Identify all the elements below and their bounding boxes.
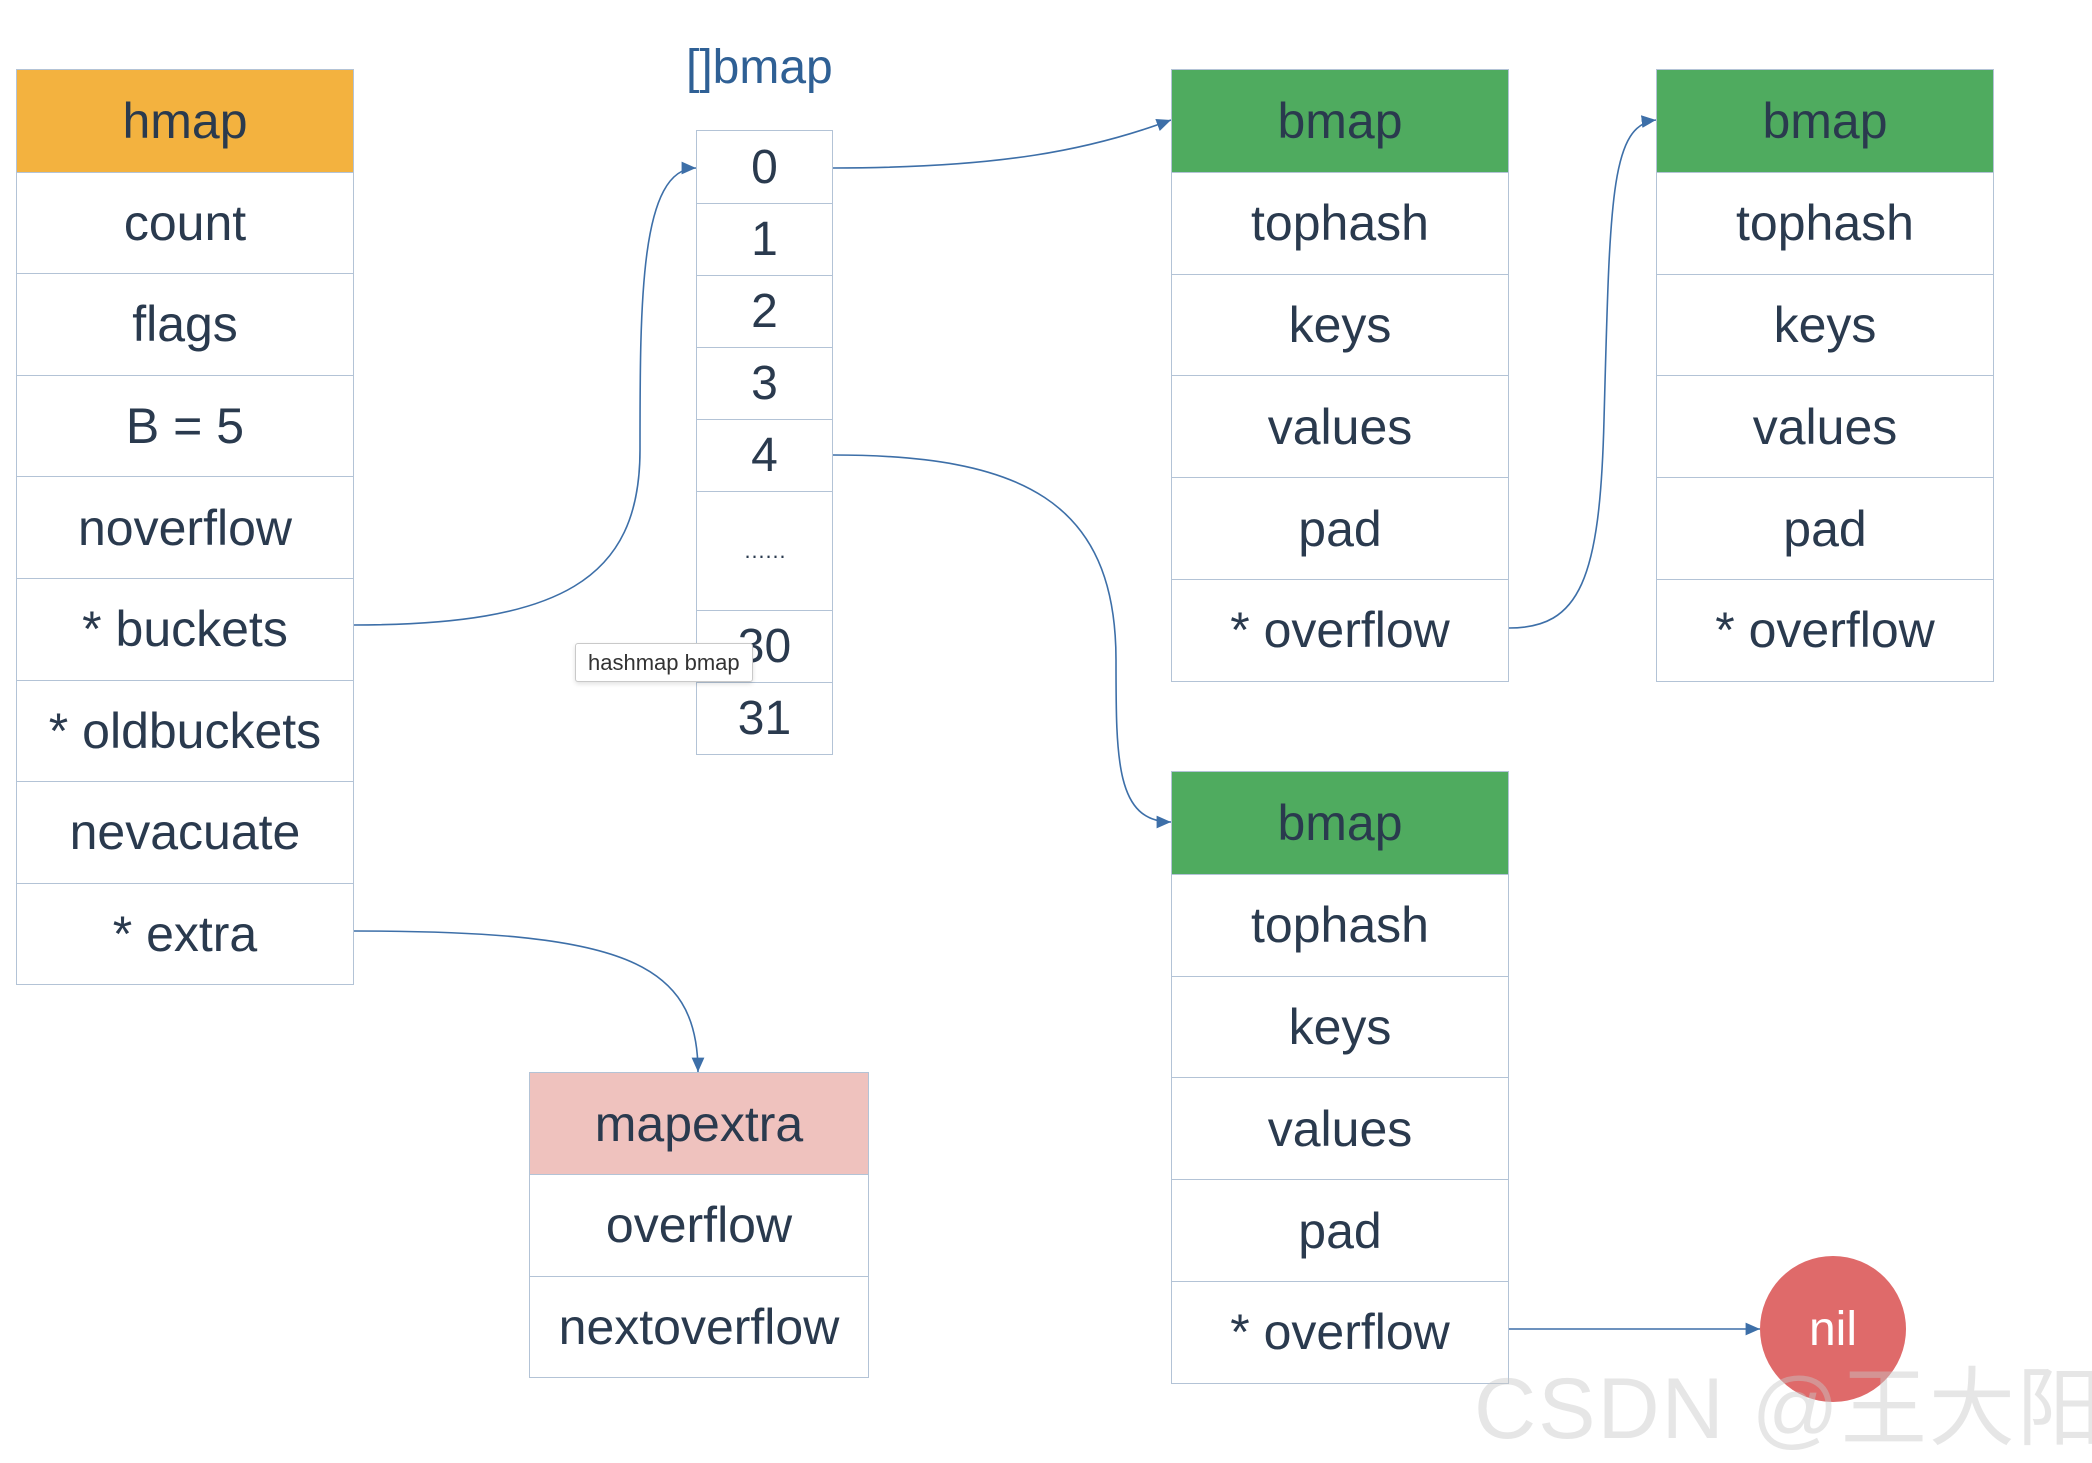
bmap-field-pad: pad	[1657, 477, 1993, 579]
hmap-field-count: count	[17, 171, 353, 274]
mapextra-header: mapextra	[530, 1073, 868, 1175]
bmap-header: bmap	[1657, 70, 1993, 172]
mapextra-field-overflow: overflow	[530, 1174, 868, 1275]
bucket-array: 0 1 2 3 4 …… 30 31	[696, 130, 833, 755]
bucket-index-3: 3	[697, 347, 832, 419]
bucket-index-4: 4	[697, 419, 832, 491]
bmap-struct-top-left: bmap tophash keys values pad * overflow	[1171, 69, 1509, 682]
hmap-field-flags: flags	[17, 273, 353, 375]
bmap-field-keys: keys	[1657, 273, 1993, 376]
bmap-field-overflow: * overflow	[1657, 578, 1993, 681]
bucket-array-title: []bmap	[686, 41, 833, 94]
hmap-field-b: B = 5	[17, 374, 353, 477]
bucket0-to-bmap-arrow	[832, 118, 1172, 169]
hmap-field-noverflow: noverflow	[17, 476, 353, 578]
bmap-field-values: values	[1172, 1077, 1508, 1179]
bmap-field-values: values	[1657, 375, 1993, 477]
buckets-to-array-arrow	[353, 161, 697, 626]
hmap-struct: hmap count flags B = 5 noverflow * bucke…	[16, 69, 354, 986]
overflow-to-next-bmap-arrow	[1508, 115, 1657, 629]
mapextra-field-nextoverflow: nextoverflow	[530, 1275, 868, 1377]
bmap-struct-top-right: bmap tophash keys values pad * overflow	[1656, 69, 1994, 682]
bmap-field-keys: keys	[1172, 273, 1508, 376]
bmap-header: bmap	[1172, 772, 1508, 874]
bucket4-to-bmap-arrow	[832, 454, 1172, 829]
hmap-field-buckets: * buckets	[17, 577, 353, 680]
bmap-field-overflow: * overflow	[1172, 1280, 1508, 1383]
bmap-field-keys: keys	[1172, 975, 1508, 1078]
hmap-header: hmap	[17, 70, 353, 172]
extra-to-mapextra-arrow	[353, 930, 705, 1073]
bmap-field-tophash: tophash	[1657, 171, 1993, 274]
bmap-field-pad: pad	[1172, 1179, 1508, 1281]
bmap-header: bmap	[1172, 70, 1508, 172]
bmap-field-overflow: * overflow	[1172, 578, 1508, 681]
bucket-index-1: 1	[697, 203, 832, 275]
bucket-index-ellipsis: ……	[697, 491, 832, 610]
hover-tooltip: hashmap bmap	[575, 643, 753, 682]
hmap-field-oldbuckets: * oldbuckets	[17, 679, 353, 782]
bucket-index-2: 2	[697, 275, 832, 347]
bmap-field-values: values	[1172, 375, 1508, 477]
bucket-index-0: 0	[751, 140, 778, 194]
bmap-struct-bottom: bmap tophash keys values pad * overflow	[1171, 771, 1509, 1384]
hmap-field-extra: * extra	[17, 882, 353, 985]
hmap-field-nevacuate: nevacuate	[17, 781, 353, 883]
bmap-field-tophash: tophash	[1172, 171, 1508, 274]
watermark: CSDN @王大阳	[1474, 1361, 2092, 1457]
bucket-index-31: 31	[697, 682, 832, 754]
mapextra-struct: mapextra overflow nextoverflow	[529, 1072, 869, 1378]
bmap-field-pad: pad	[1172, 477, 1508, 579]
bmap-field-tophash: tophash	[1172, 873, 1508, 976]
nil-node: nil	[1760, 1256, 1906, 1402]
